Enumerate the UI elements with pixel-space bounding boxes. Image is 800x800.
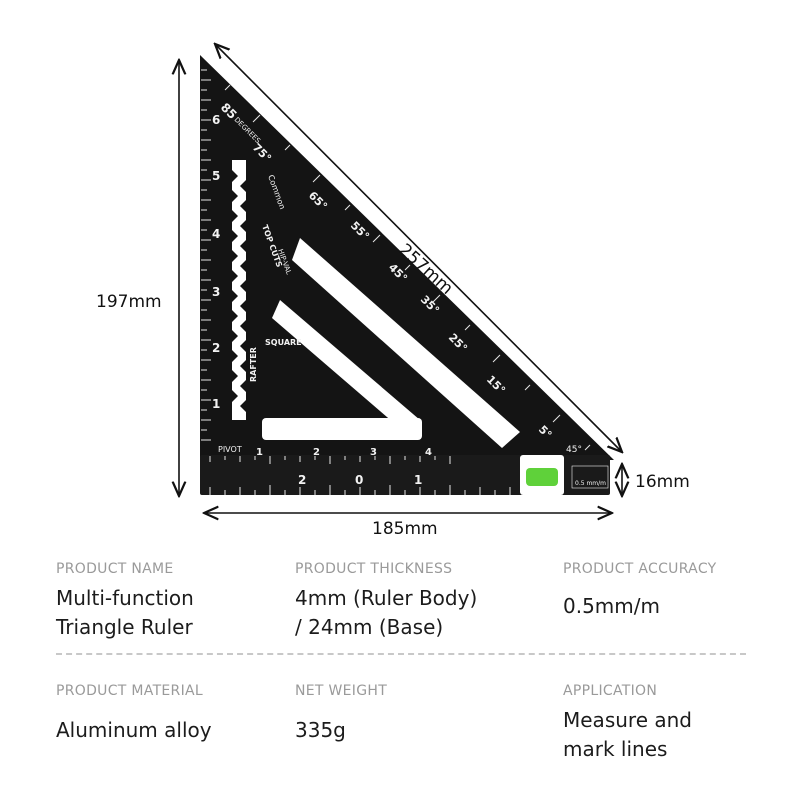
left-number-2: 4 bbox=[212, 227, 220, 241]
triangle-plate bbox=[200, 55, 614, 460]
spec-label: PRODUCT NAME bbox=[56, 561, 174, 577]
left-number-0: 6 bbox=[212, 113, 220, 127]
left-number-4: 2 bbox=[212, 341, 220, 355]
spec-value: Multi-function Triangle Ruler bbox=[56, 584, 276, 642]
base-number-0: 1 bbox=[256, 447, 263, 458]
base-number-3: 4 bbox=[425, 447, 432, 458]
spec-value: Measure and mark lines bbox=[563, 706, 773, 764]
spec-application: APPLICATION Measure and mark lines bbox=[563, 680, 773, 764]
cutout-diagonal-long bbox=[292, 238, 520, 448]
corner-angle: 45° bbox=[566, 445, 582, 455]
spec-label: NET WEIGHT bbox=[295, 683, 388, 699]
spec-value-line: Triangle Ruler bbox=[56, 615, 193, 639]
accuracy-badge-frame bbox=[571, 465, 609, 489]
spec-value-line: / 24mm (Base) bbox=[295, 615, 444, 639]
pivot-label: PIVOT bbox=[218, 445, 242, 454]
cutout-diagonal-short bbox=[272, 300, 420, 430]
base-number-2: 3 bbox=[370, 447, 377, 458]
spec-product-name: PRODUCT NAME Multi-function Triangle Rul… bbox=[56, 558, 276, 642]
hypotenuse-arrow bbox=[215, 44, 622, 452]
base-number-6: 2 bbox=[298, 473, 306, 487]
left-number-1: 5 bbox=[212, 169, 220, 183]
spec-material: PRODUCT MATERIAL Aluminum alloy bbox=[56, 680, 276, 745]
spec-value: 0.5mm/m bbox=[563, 594, 660, 618]
spec-value: 335g bbox=[295, 718, 346, 742]
hypotenuse-ticks bbox=[224, 84, 591, 451]
spec-value: Aluminum alloy bbox=[56, 718, 212, 742]
spec-value-line: 4mm (Ruler Body) bbox=[295, 586, 478, 610]
ruler-body: 85 DEGREES Common TOP CUTS HIP-VAL SQUAR… bbox=[200, 55, 614, 495]
spec-weight: NET WEIGHT 335g bbox=[295, 680, 545, 745]
base-height-dimension-label: 16mm bbox=[635, 472, 690, 492]
spec-thickness: PRODUCT THICKNESS 4mm (Ruler Body) / 24m… bbox=[295, 558, 545, 642]
square-label: SQUARE bbox=[265, 338, 302, 347]
triangle-ruler-illustration: 85 DEGREES Common TOP CUTS HIP-VAL SQUAR… bbox=[0, 0, 800, 545]
spec-label: PRODUCT ACCURACY bbox=[563, 561, 717, 577]
level-vial bbox=[526, 468, 558, 486]
spec-value: 4mm (Ruler Body) / 24mm (Base) bbox=[295, 584, 545, 642]
dimension-arrows bbox=[179, 44, 622, 513]
accuracy-badge: 0.5 mm/m bbox=[575, 480, 606, 487]
left-number-5: 1 bbox=[212, 397, 220, 411]
dashed-divider bbox=[56, 653, 746, 655]
spec-label: PRODUCT THICKNESS bbox=[295, 561, 453, 577]
spec-value-line: Measure and bbox=[563, 708, 692, 732]
height-dimension-label: 197mm bbox=[96, 292, 162, 312]
saw-teeth bbox=[232, 170, 246, 412]
base-ticks bbox=[209, 456, 511, 495]
base-number-4: 0 bbox=[355, 473, 363, 487]
base-number-1: 2 bbox=[313, 447, 320, 458]
cutout-bottom bbox=[262, 418, 422, 440]
ruler-base bbox=[200, 455, 610, 495]
base-number-5: 1 bbox=[414, 473, 422, 487]
width-dimension-label: 185mm bbox=[372, 519, 438, 539]
spec-label: PRODUCT MATERIAL bbox=[56, 683, 203, 699]
spec-accuracy: PRODUCT ACCURACY 0.5mm/m bbox=[563, 558, 773, 621]
left-edge-ticks bbox=[201, 69, 211, 441]
spec-value-line: mark lines bbox=[563, 737, 668, 761]
spec-value-line: Multi-function bbox=[56, 586, 194, 610]
left-number-3: 3 bbox=[212, 285, 220, 299]
rafter-label: RAFTER bbox=[249, 347, 258, 382]
spec-label: APPLICATION bbox=[563, 683, 658, 699]
